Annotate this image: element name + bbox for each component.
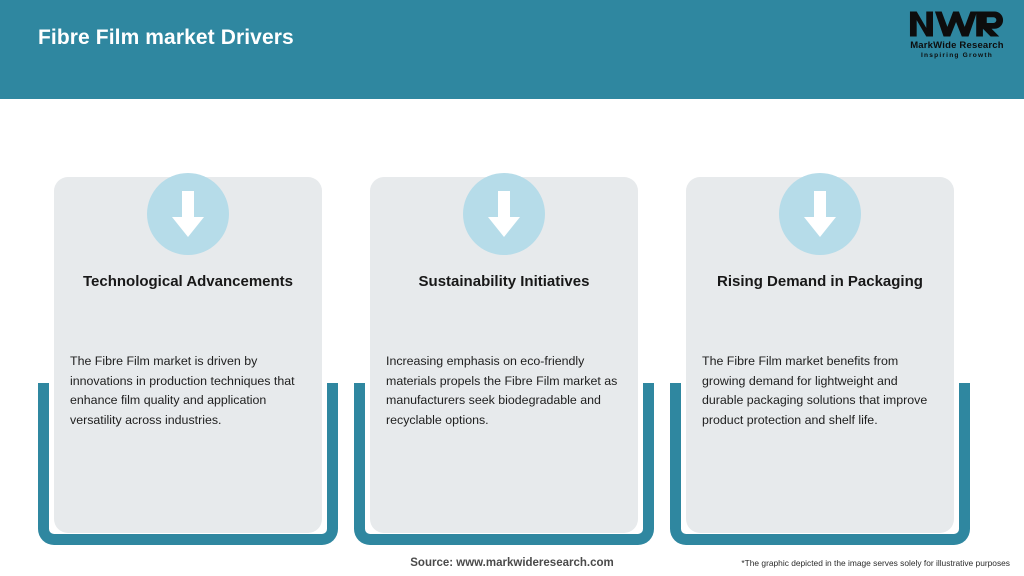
card-title: Sustainability Initiatives (418, 273, 590, 290)
driver-card-3: Rising Demand in Packaging The Fibre Fil… (662, 152, 978, 546)
arrow-glyph (488, 191, 520, 237)
header-banner: Fibre Film market Drivers MarkWide Resea… (0, 0, 1024, 99)
card-body-text: The Fibre Film market benefits from grow… (702, 354, 928, 427)
card-surface: Rising Demand in Packaging The Fibre Fil… (686, 173, 954, 533)
driver-card-2: Sustainability Initiatives Increasing em… (346, 152, 662, 546)
teal-bracket (670, 383, 970, 545)
card-title: Rising Demand in Packaging (717, 273, 923, 290)
mwr-logo-icon (909, 11, 1004, 37)
card-body-text: The Fibre Film market is driven by innov… (70, 354, 295, 427)
driver-card-1: Technological Advancements The Fibre Fil… (30, 152, 346, 546)
down-arrow-icon (463, 173, 545, 255)
card-title: Technological Advancements (82, 273, 294, 290)
page-title: Fibre Film market Drivers (38, 26, 294, 49)
card-surface: Sustainability Initiatives Increasing em… (370, 173, 638, 533)
card-body-text: Increasing emphasis on eco-friendly mate… (386, 354, 618, 427)
disclaimer-note: *The graphic depicted in the image serve… (741, 558, 1010, 568)
markwide-research-logo: MarkWide Research Inspiring Growth (904, 8, 1010, 66)
down-arrow-icon (779, 173, 861, 255)
arrow-glyph (804, 191, 836, 237)
card-surface: Technological Advancements The Fibre Fil… (54, 173, 322, 533)
source-label: Source: www.markwideresearch.com (410, 557, 614, 569)
down-arrow-icon (147, 173, 229, 255)
logo-tagline: Inspiring Growth (921, 52, 993, 59)
teal-bracket (38, 383, 338, 545)
logo-company-name: MarkWide Research (910, 40, 1004, 51)
teal-bracket (354, 383, 654, 545)
arrow-glyph (172, 191, 204, 237)
